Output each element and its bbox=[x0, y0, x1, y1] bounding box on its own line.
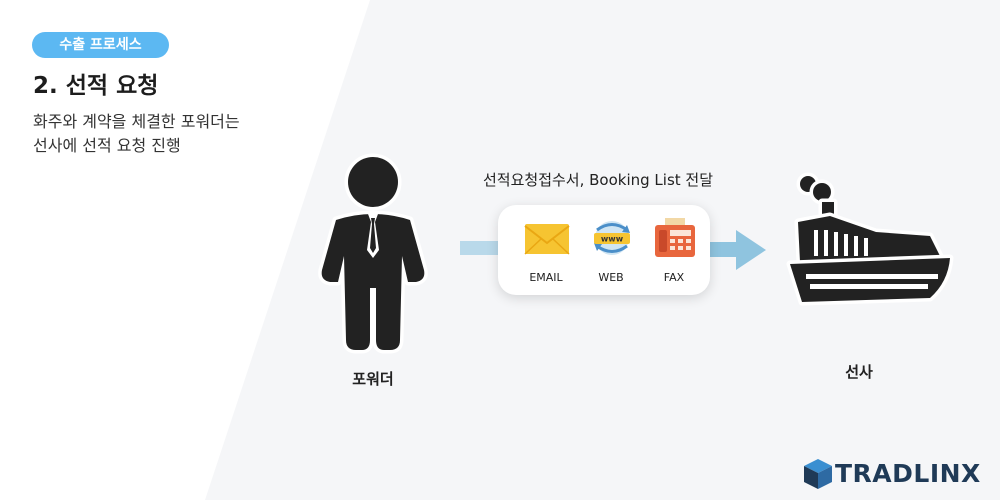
fax-icon bbox=[655, 218, 695, 257]
shipping-line-label: 선사 bbox=[845, 363, 873, 381]
description-line-1: 화주와 계약을 체결한 포워더는 bbox=[33, 112, 240, 131]
channel-label-fax: FAX bbox=[663, 271, 685, 284]
transfer-caption: 선적요청접수서, Booking List 전달 bbox=[483, 171, 714, 189]
brand-name: TRADLINX bbox=[835, 459, 981, 488]
channel-email: EMAIL bbox=[516, 205, 576, 295]
connector-bar bbox=[460, 241, 500, 255]
process-badge: 수출 프로세스 bbox=[32, 32, 169, 58]
flow-arrow-icon bbox=[708, 230, 766, 270]
channel-web: www WEB bbox=[581, 205, 641, 295]
channel-label-email: EMAIL bbox=[529, 271, 563, 284]
page-description: 화주와 계약을 체결한 포워더는 선사에 선적 요청 진행 bbox=[33, 110, 240, 158]
tradlinx-cube-icon bbox=[804, 459, 832, 489]
channel-label-web: WEB bbox=[598, 271, 624, 284]
forwarder-person-icon bbox=[318, 153, 428, 354]
forwarder-label: 포워더 bbox=[352, 370, 394, 388]
globe-www-icon: www bbox=[594, 221, 630, 255]
channel-card: EMAIL www WEB FAX bbox=[498, 205, 710, 295]
envelope-icon bbox=[524, 224, 570, 255]
page-title: 2. 선적 요청 bbox=[33, 73, 159, 99]
channel-fax: FAX bbox=[644, 205, 704, 295]
svg-text:www: www bbox=[601, 235, 624, 244]
cargo-ship-icon bbox=[786, 172, 954, 306]
description-line-2: 선사에 선적 요청 진행 bbox=[33, 136, 181, 155]
